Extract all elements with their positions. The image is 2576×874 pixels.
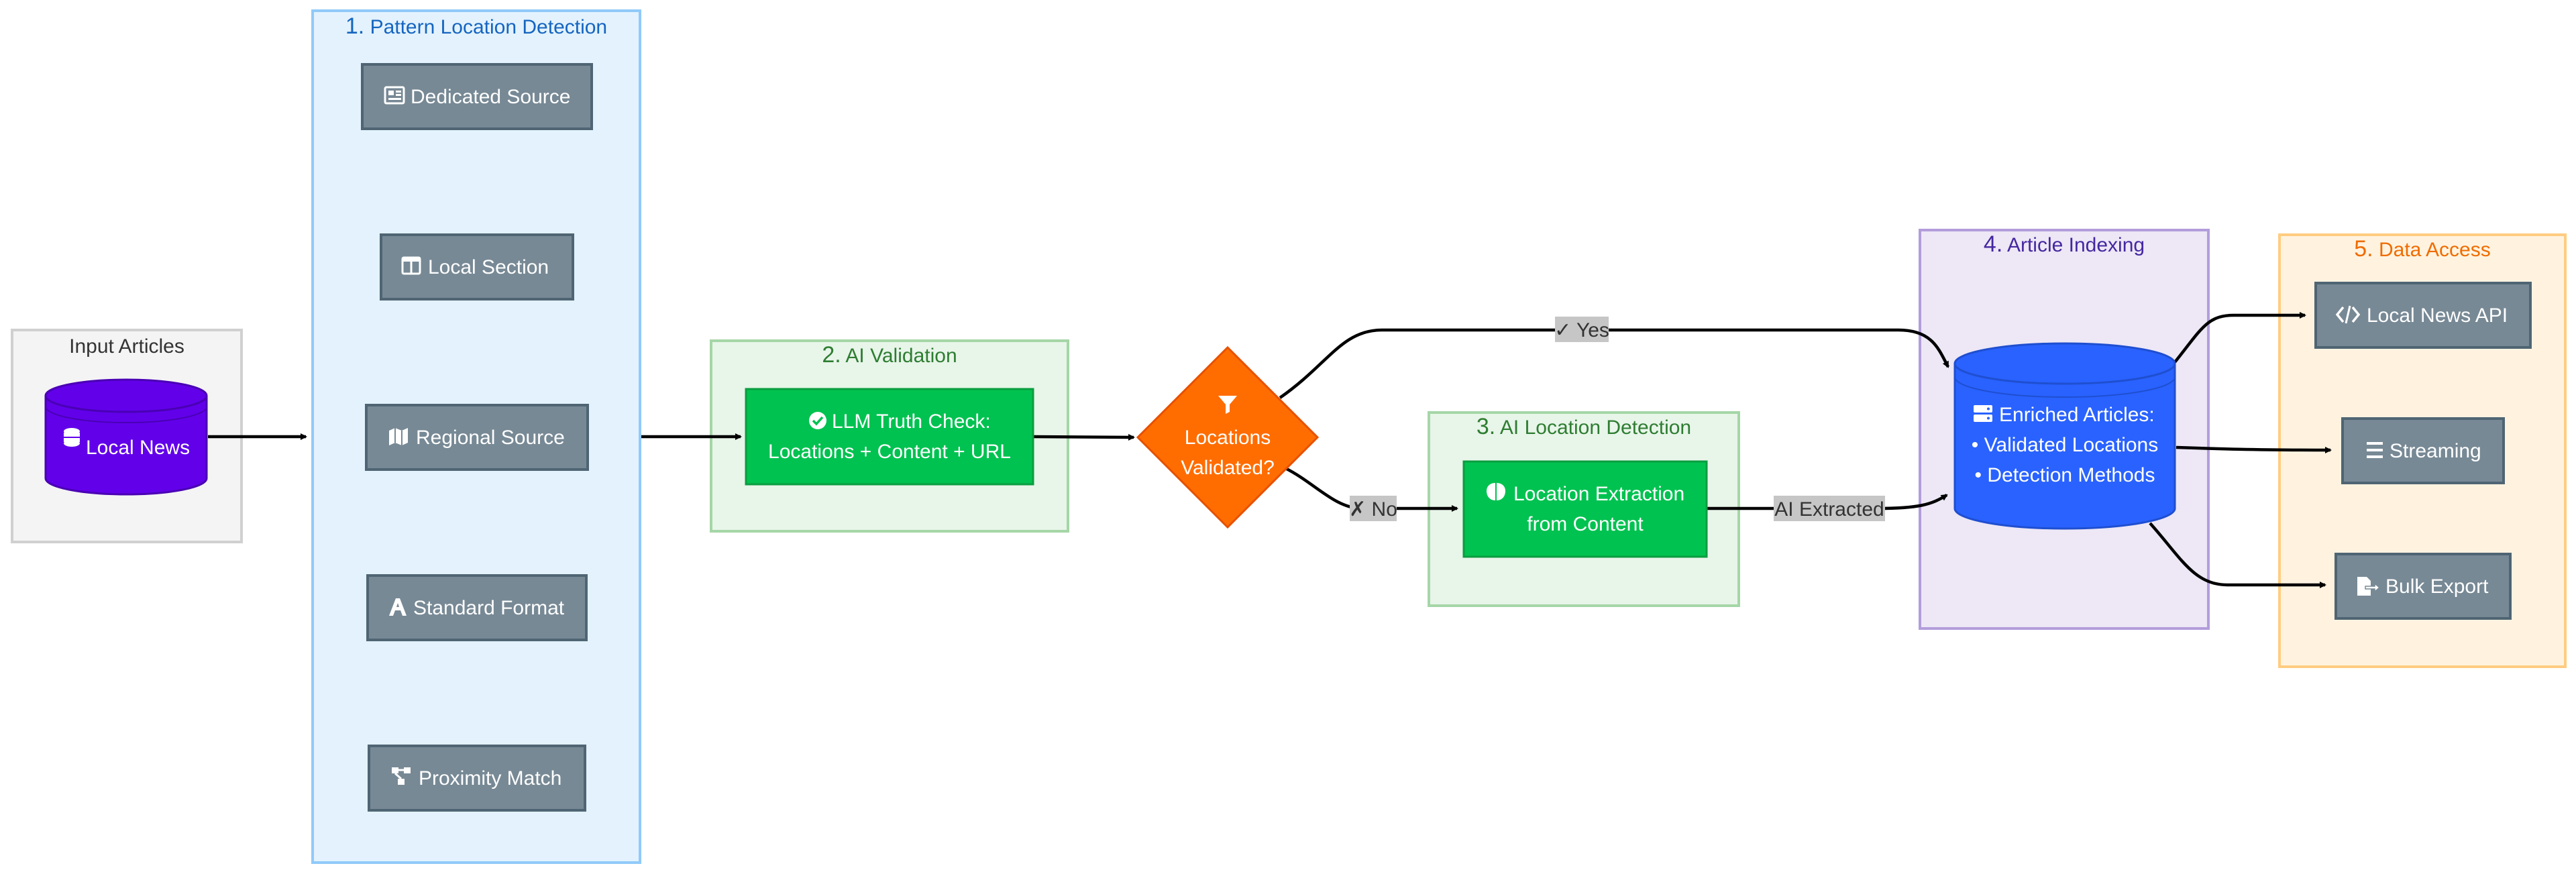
llm-truth-check-node[interactable]: LLM Truth Check: Locations + Content + U… xyxy=(745,388,1034,486)
edge-enriched-to-bulk-export xyxy=(2149,522,2326,588)
columns-icon xyxy=(401,256,421,275)
edge-enriched-to-api xyxy=(2174,312,2306,364)
svg-text:Local News: Local News xyxy=(86,437,190,459)
edge-label-no: ✗ No xyxy=(1349,496,1397,521)
cluster-title-2: 2. AI Validation xyxy=(822,342,957,368)
edge-label-yes: ✓ Yes xyxy=(1554,317,1609,342)
bars-icon xyxy=(2367,442,2383,458)
cluster-title-4: 4. Article Indexing xyxy=(1984,231,2145,257)
svg-text:AI Extracted: AI Extracted xyxy=(1774,498,1884,521)
filter-icon xyxy=(1218,396,1237,414)
edge-label-ai-extracted: AI Extracted xyxy=(1774,496,1885,521)
check-circle-icon xyxy=(809,412,826,429)
bulk-export-node[interactable]: Bulk Export xyxy=(2334,553,2512,620)
cluster-title-5: 5. Data Access xyxy=(2354,236,2490,262)
svg-text:✓ Yes: ✓ Yes xyxy=(1554,319,1609,341)
database-icon xyxy=(64,428,80,447)
cluster-title-3: 3. AI Location Detection xyxy=(1477,414,1691,439)
svg-text:Regional Source: Regional Source xyxy=(416,427,565,449)
svg-text:Local News API: Local News API xyxy=(2367,305,2508,327)
proximity-match-node[interactable]: Proximity Match xyxy=(368,745,586,812)
newspaper-icon xyxy=(384,86,405,105)
svg-text:from Content: from Content xyxy=(1527,513,1644,535)
svg-text:LLM Truth Check:: LLM Truth Check: xyxy=(832,411,991,433)
enriched-articles-node[interactable]: Enriched Articles: • Validated Locations… xyxy=(1953,342,2176,530)
svg-text:Dedicated Source: Dedicated Source xyxy=(411,86,570,108)
svg-text:Locations: Locations xyxy=(1185,427,1271,449)
sitemap-icon xyxy=(392,767,411,785)
svg-text:Local Section: Local Section xyxy=(428,256,549,278)
file-export-icon xyxy=(2357,577,2381,596)
svg-text:• Detection Methods: • Detection Methods xyxy=(1975,464,2155,486)
standard-format-node[interactable]: Standard Format xyxy=(366,574,588,641)
font-icon xyxy=(389,598,407,616)
svg-text:Bulk Export: Bulk Export xyxy=(2385,576,2489,598)
brain-icon xyxy=(1487,483,1505,500)
svg-text:Validated?: Validated? xyxy=(1181,457,1275,479)
local-section-node[interactable]: Local Section xyxy=(380,233,574,301)
svg-text:Streaming: Streaming xyxy=(2390,440,2481,462)
local-news-node[interactable]: Local News xyxy=(44,378,208,496)
svg-text:Proximity Match: Proximity Match xyxy=(419,767,561,789)
svg-text:Standard Format: Standard Format xyxy=(413,597,565,619)
svg-text:✗ No: ✗ No xyxy=(1349,498,1397,521)
svg-text:• Validated Locations: • Validated Locations xyxy=(1972,434,2158,456)
svg-text:Enriched Articles:: Enriched Articles: xyxy=(1999,404,2155,426)
svg-text:Location Extraction: Location Extraction xyxy=(1513,483,1684,505)
local-news-api-node[interactable]: Local News API xyxy=(2314,282,2532,349)
edge-decision-yes xyxy=(1279,328,1949,399)
edge-enriched-to-streaming xyxy=(2176,445,2332,453)
code-icon xyxy=(2335,305,2361,324)
map-icon xyxy=(389,428,408,445)
locations-validated-decision[interactable]: Locations Validated? xyxy=(1136,345,1320,529)
streaming-node[interactable]: Streaming xyxy=(2341,417,2505,484)
svg-text:Locations + Content + URL: Locations + Content + URL xyxy=(768,441,1011,463)
location-extraction-node[interactable]: Location Extraction from Content xyxy=(1462,460,1708,558)
cluster-title-1: 1. Pattern Location Detection xyxy=(345,13,607,39)
regional-source-node[interactable]: Regional Source xyxy=(365,404,589,471)
dedicated-source-node[interactable]: Dedicated Source xyxy=(361,63,593,130)
cluster-title-input: Input Articles xyxy=(69,335,184,358)
server-icon xyxy=(1974,405,1992,422)
